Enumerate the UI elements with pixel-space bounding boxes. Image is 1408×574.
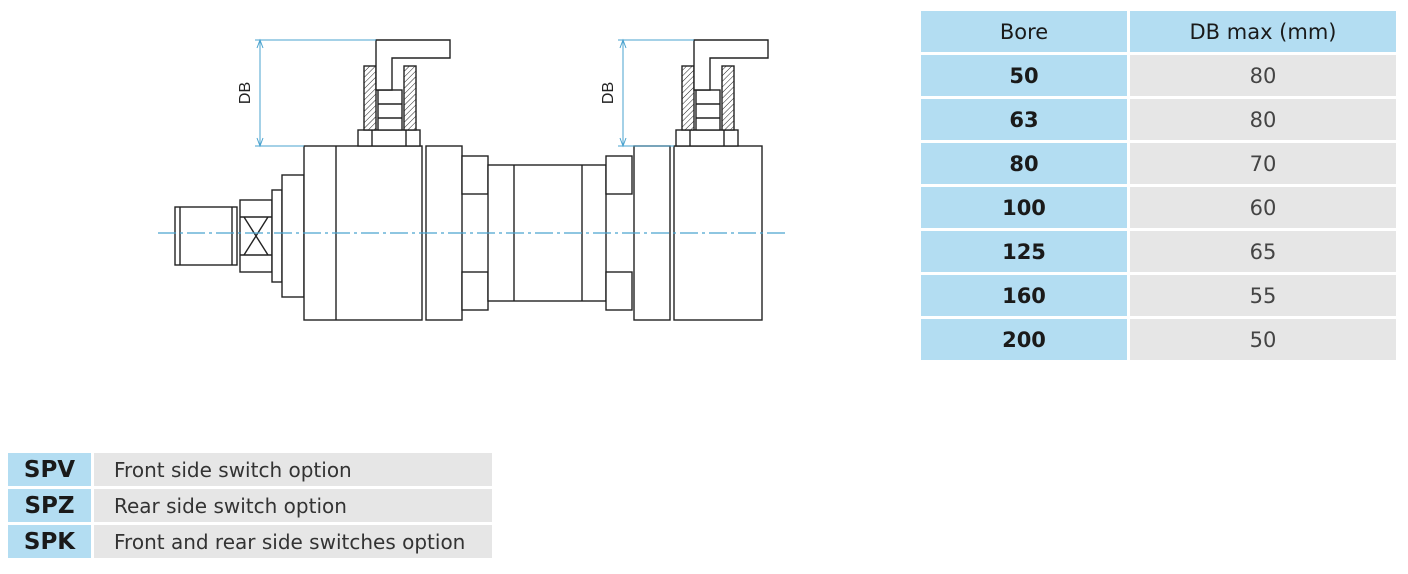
option-code: SPK [8,525,91,558]
table-header-row: Bore DB max (mm) [921,11,1396,52]
option-row-spz: SPZ Rear side switch option [8,489,492,522]
option-code: SPZ [8,489,91,522]
table-row: 200 50 [921,319,1396,360]
bore-cell: 100 [921,187,1127,228]
option-code: SPV [8,453,91,486]
db-max-cell: 60 [1130,187,1396,228]
dimension-front [255,38,376,148]
table-row: 125 65 [921,231,1396,272]
dimension-label-front: DB [237,82,254,104]
table-row: 100 60 [921,187,1396,228]
db-max-cell: 55 [1130,275,1396,316]
rod-thread [174,206,238,266]
rear-switch [675,39,769,147]
bore-cell: 80 [921,143,1127,184]
cylinder-drawing: DB DB [158,38,785,321]
db-max-cell: 70 [1130,143,1396,184]
dimension-label-rear: DB [600,82,617,104]
db-max-cell: 65 [1130,231,1396,272]
front-boss [281,174,305,298]
table-row: 50 80 [921,55,1396,96]
table-row: 80 70 [921,143,1396,184]
option-description: Rear side switch option [94,489,492,522]
header-bore: Bore [921,11,1127,52]
table-row: 63 80 [921,99,1396,140]
option-description: Front and rear side switches option [94,525,492,558]
header-db-max: DB max (mm) [1130,11,1396,52]
db-max-cell: 80 [1130,55,1396,96]
bore-cell: 200 [921,319,1127,360]
front-switch [357,39,451,147]
dimension-rear [618,38,694,148]
bore-cell: 63 [921,99,1127,140]
db-max-table: Bore DB max (mm) 50 80 63 80 80 70 100 6… [918,8,1399,363]
option-description: Front side switch option [94,453,492,486]
option-row-spv: SPV Front side switch option [8,453,492,486]
option-row-spk: SPK Front and rear side switches option [8,525,492,558]
bore-cell: 125 [921,231,1127,272]
bore-cell: 160 [921,275,1127,316]
front-flange [271,189,283,283]
bore-cell: 50 [921,55,1127,96]
switch-options-table: SPV Front side switch option SPZ Rear si… [8,450,492,561]
table-row: 160 55 [921,275,1396,316]
db-max-cell: 80 [1130,99,1396,140]
db-max-cell: 50 [1130,319,1396,360]
